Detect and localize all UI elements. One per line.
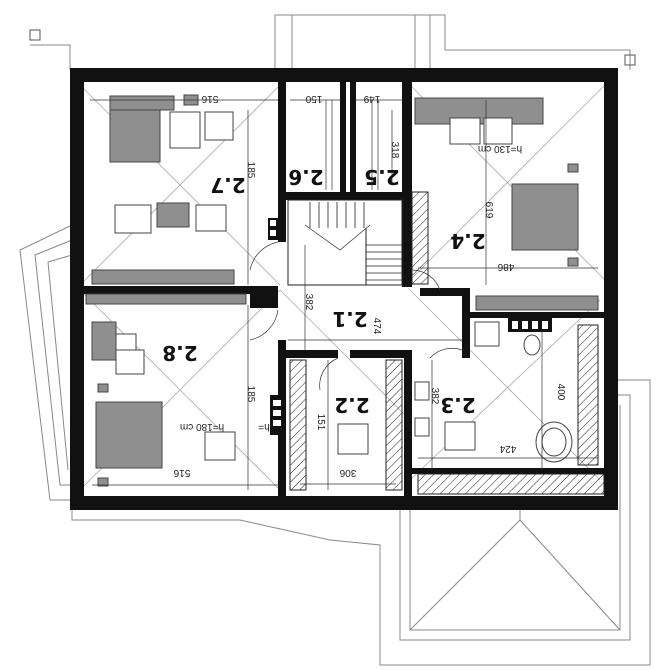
dim-382-b: 382 [429,388,440,405]
dimension-labels: 516 150 149 318 619 486 185 382 474 185 … [173,93,566,478]
room-labels: 2.7 2.6 2.5 2.4 2.1 2.8 2.2 2.3 [162,165,485,417]
dim-306: 306 [339,467,356,478]
dim-516-top: 516 [201,93,218,104]
dim-424: 424 [499,443,516,454]
height-note-bottom: h=180 cm [180,421,224,432]
room-label-2-3: 2.3 [440,393,475,417]
dim-516-bottom: 516 [173,467,190,478]
room-2-8-furniture [85,293,247,487]
room-label-2-5: 2.5 [364,165,399,189]
room-label-2-2: 2.2 [334,393,369,417]
roof-corner-marker [624,54,636,66]
roof-corner-marker [29,29,41,41]
dim-185-bottom: 185 [245,386,256,403]
room-label-2-1: 2.1 [332,307,367,331]
staircase [287,199,403,286]
dim-151: 151 [315,414,326,431]
wardrobes [289,191,605,495]
dim-318: 318 [389,142,400,159]
dim-149: 149 [363,93,380,104]
room-label-2-6: 2.6 [288,165,323,189]
height-notes: h=130 cm h=180 cm h= [180,143,522,432]
room-2-7-furniture [91,94,235,285]
height-note-bottom-right: h= [258,421,270,432]
chimney-blocks [268,218,552,435]
room-label-2-4: 2.4 [450,229,485,253]
railing-lines [325,100,379,190]
dim-486: 486 [497,261,514,272]
bathroom-fixtures [337,321,573,463]
roof-outline [19,14,651,666]
dim-382: 382 [303,294,314,311]
dim-474: 474 [371,318,382,335]
dim-619: 619 [483,202,494,219]
height-note-top: h=130 cm [478,143,522,154]
room-2-4-furniture [414,97,599,311]
room-label-2-8: 2.8 [162,341,197,365]
dimension-lines [90,99,598,490]
dim-185-top: 185 [245,162,256,179]
dim-400: 400 [555,384,566,401]
exterior-walls [70,68,618,510]
room-label-2-7: 2.7 [210,173,245,197]
dim-150: 150 [305,93,322,104]
